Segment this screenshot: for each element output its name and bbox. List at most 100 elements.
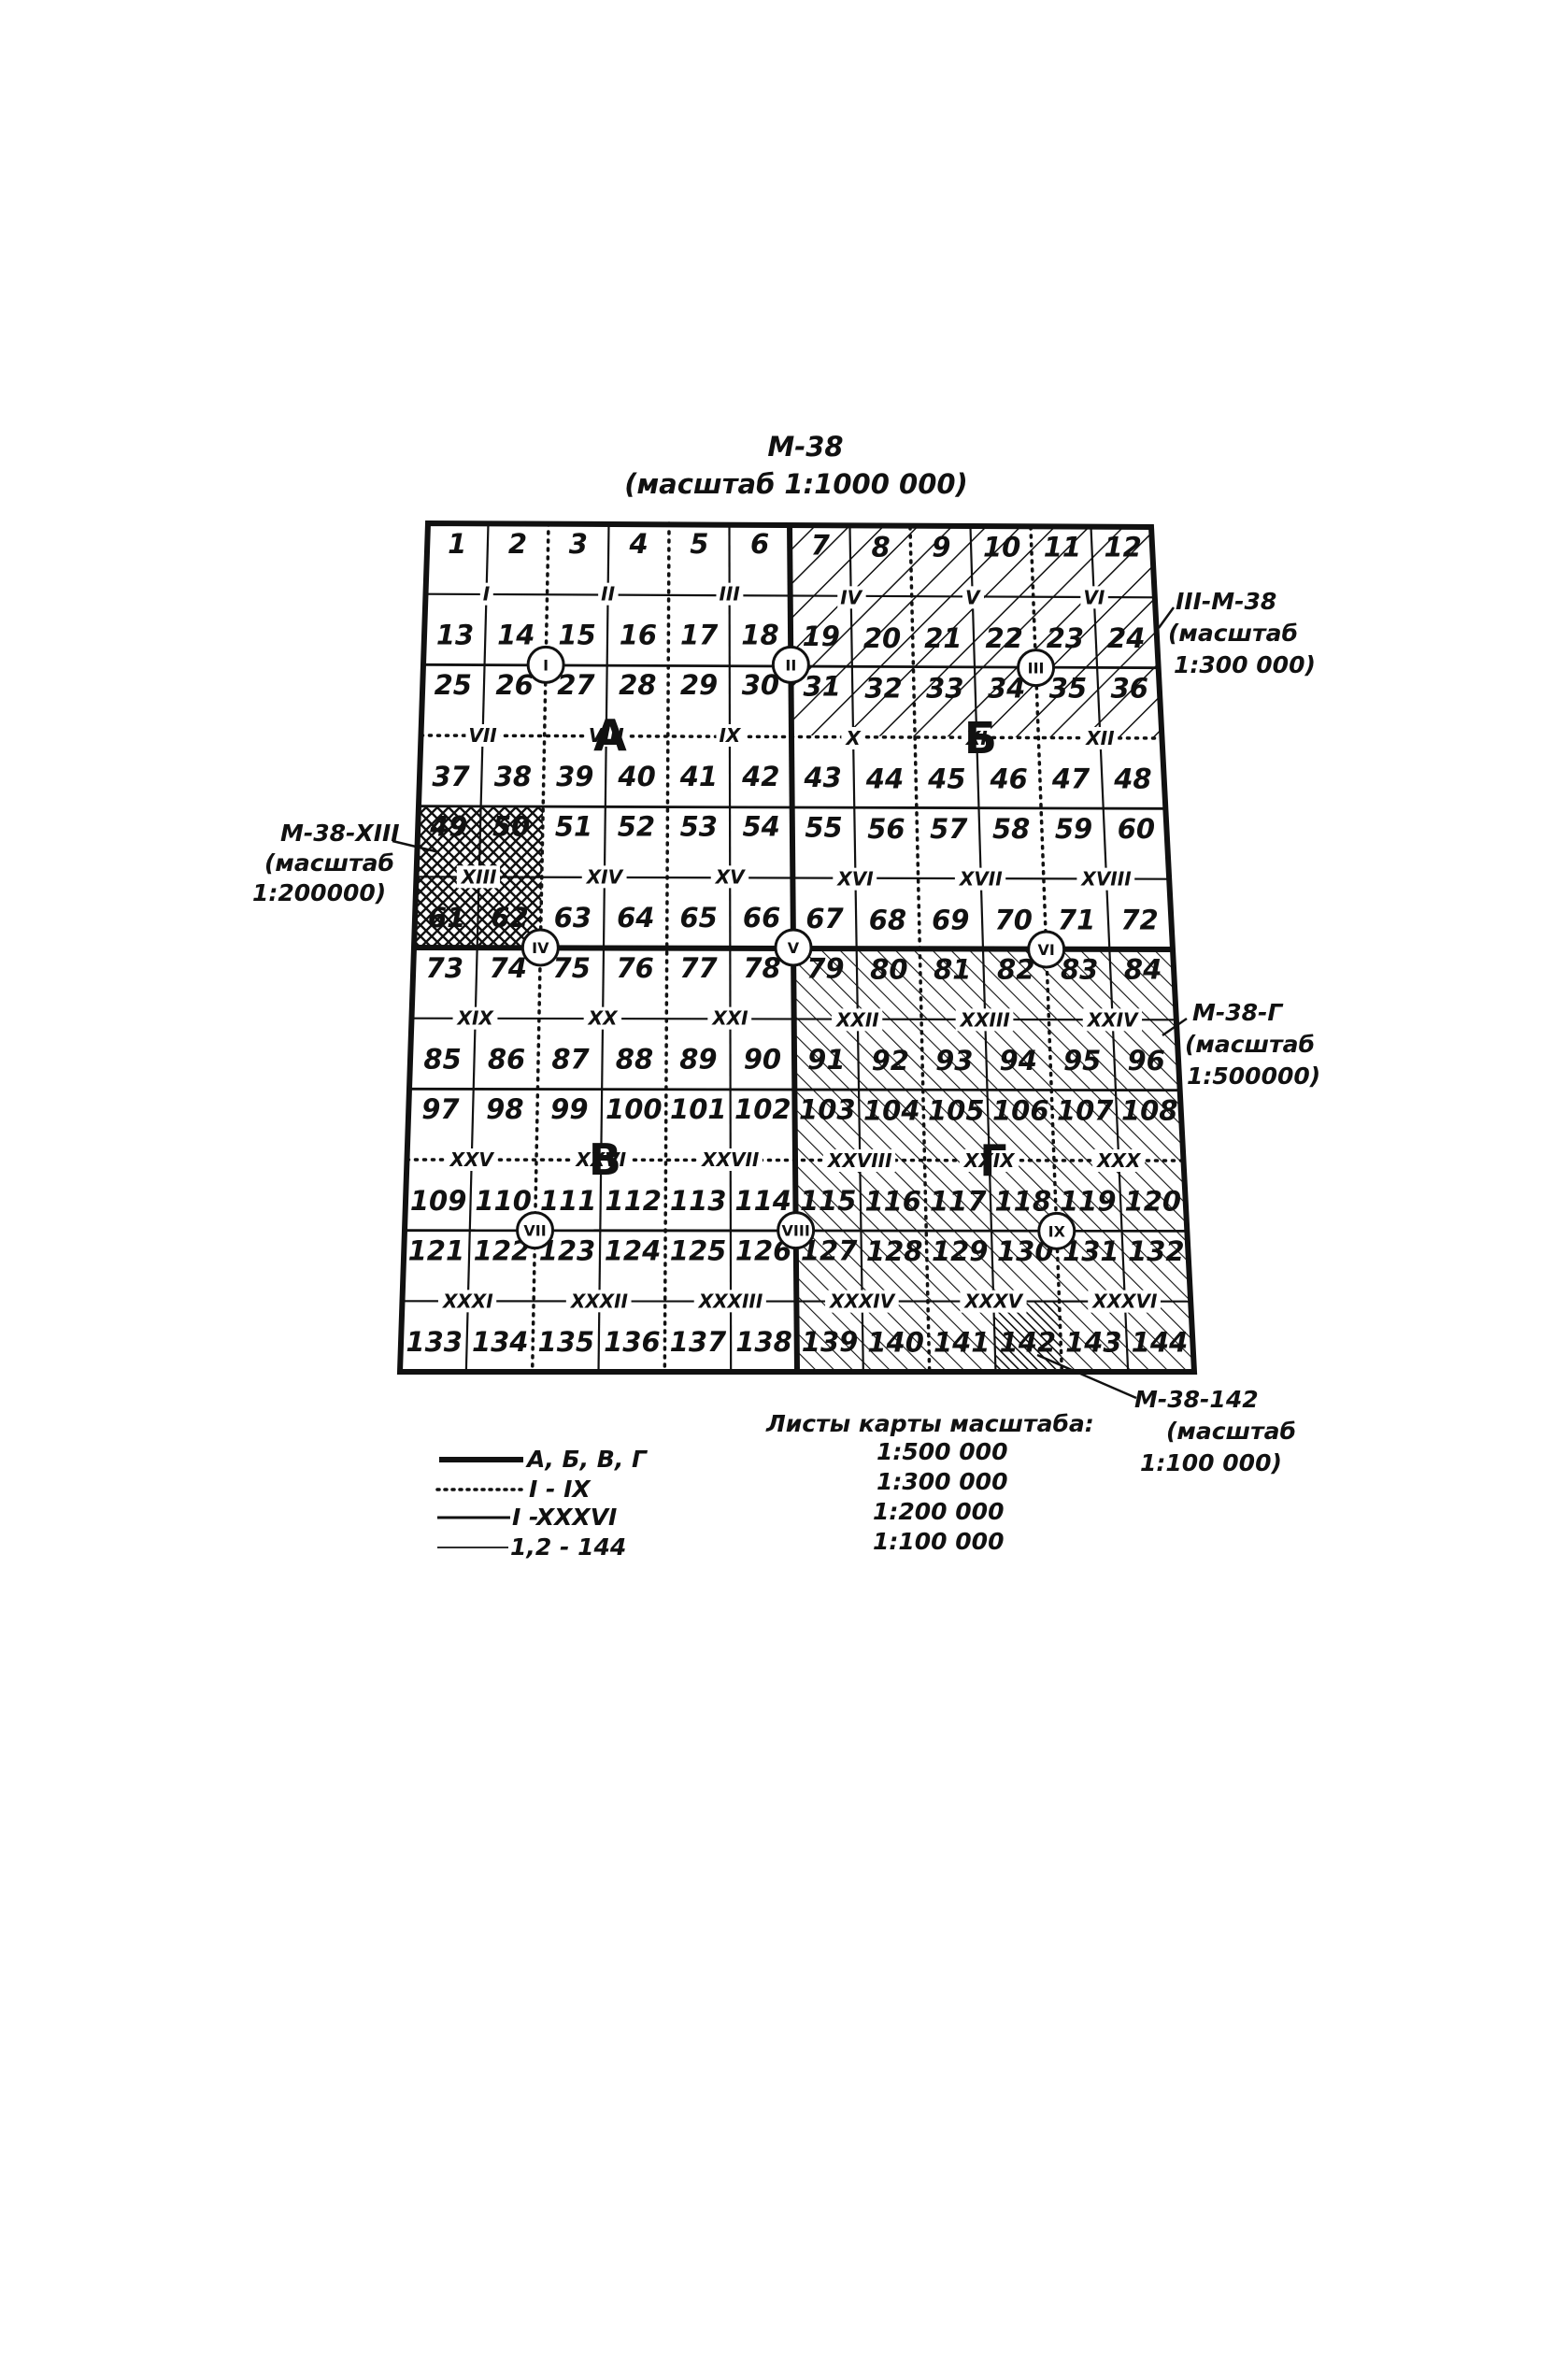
quarter-letter: А bbox=[593, 710, 627, 761]
circled-label-300k: V bbox=[788, 939, 800, 957]
cell-number: 97 bbox=[421, 1093, 460, 1125]
cell-number: 109 bbox=[410, 1185, 467, 1217]
cell-number: 44 bbox=[865, 763, 904, 795]
callout-right-bottom-line1: М-38-142 bbox=[1134, 1386, 1259, 1413]
cell-number: 75 bbox=[553, 952, 591, 984]
cell-number: 18 bbox=[741, 620, 778, 651]
sheet-title: М-38 bbox=[767, 431, 843, 463]
cell-number: 144 bbox=[1132, 1326, 1189, 1358]
cell-number: 5 bbox=[690, 528, 708, 560]
cell-number: 139 bbox=[802, 1326, 859, 1358]
cell-number: 104 bbox=[863, 1094, 920, 1126]
cell-number: 74 bbox=[490, 952, 527, 984]
cell-number: 19 bbox=[803, 620, 840, 652]
roman-200k-label: IV bbox=[840, 586, 862, 608]
cell-number: 84 bbox=[1124, 954, 1162, 986]
cell-number: 22 bbox=[985, 622, 1022, 654]
cell-number: 111 bbox=[540, 1185, 597, 1217]
roman-200k-label: XXXI bbox=[441, 1290, 493, 1312]
cell-number: 7 bbox=[811, 530, 831, 562]
cell-number: 143 bbox=[1065, 1326, 1122, 1358]
cell-number: 70 bbox=[995, 904, 1033, 935]
cell-number: 77 bbox=[679, 952, 718, 984]
cell-number: 142 bbox=[1000, 1326, 1057, 1358]
cell-number: 78 bbox=[743, 952, 780, 984]
roman-200k-label: XXII bbox=[834, 1008, 879, 1031]
roman-200k-label: XXXII bbox=[569, 1290, 629, 1312]
roman-200k-label: V bbox=[965, 586, 981, 608]
roman-200k-label: XXI bbox=[710, 1007, 748, 1030]
cell-number: 83 bbox=[1061, 954, 1098, 986]
roman-200k-label: XIX bbox=[456, 1007, 495, 1030]
cell-number: 47 bbox=[1051, 763, 1090, 795]
roman-200k-label: XIV bbox=[585, 865, 624, 888]
roman-200k-label: XII bbox=[1084, 727, 1115, 749]
cell-number: 80 bbox=[870, 954, 907, 986]
cell-number: 35 bbox=[1049, 672, 1087, 704]
cell-number: 10 bbox=[983, 532, 1020, 563]
roman-200k-label: XIII bbox=[460, 865, 497, 888]
cell-number: 17 bbox=[680, 620, 719, 651]
circled-label-300k: IX bbox=[1048, 1222, 1066, 1240]
cell-number: 133 bbox=[406, 1326, 463, 1358]
cell-number: 129 bbox=[932, 1235, 989, 1267]
cell-number: 9 bbox=[932, 532, 950, 563]
callout-right-top: III-М-38 (масштаб 1:300 000) bbox=[1159, 588, 1316, 678]
callout-left-line3: 1:200000) bbox=[252, 879, 386, 906]
cell-number: 55 bbox=[805, 812, 842, 844]
cell-number: 14 bbox=[497, 620, 535, 651]
callout-right-top-line3: 1:300 000) bbox=[1174, 651, 1316, 678]
scale-2: 1:300 000 bbox=[877, 1468, 1007, 1495]
roman-200k-label: III bbox=[719, 583, 740, 606]
circled-label-300k: III bbox=[1028, 660, 1045, 677]
cell-number: 15 bbox=[558, 620, 595, 651]
cell-number: 85 bbox=[423, 1044, 461, 1076]
cell-number: 51 bbox=[555, 811, 592, 843]
cell-number: 95 bbox=[1063, 1045, 1101, 1077]
cell-number: 98 bbox=[486, 1093, 523, 1125]
legend: А, Б, В, Г I - IX I -XXXVI 1,2 - 144 bbox=[437, 1446, 649, 1561]
cell-number: 31 bbox=[804, 671, 841, 703]
roman-200k-label: XXVIII bbox=[826, 1149, 892, 1172]
cell-number: 49 bbox=[429, 811, 467, 843]
circled-label-300k: VI bbox=[1037, 941, 1054, 959]
cell-number: 140 bbox=[867, 1326, 924, 1358]
roman-200k-label: IX bbox=[719, 724, 741, 747]
sheet-scale: (масштаб 1:1000 000) bbox=[624, 468, 968, 500]
cell-number: 54 bbox=[743, 811, 780, 843]
cell-number: 132 bbox=[1128, 1235, 1185, 1267]
cell-number: 38 bbox=[494, 761, 532, 792]
roman-200k-label: XXVII bbox=[700, 1148, 760, 1171]
cell-number: 64 bbox=[617, 902, 654, 934]
cell-number: 92 bbox=[872, 1045, 909, 1077]
callout-left-line1: М-38-XIII bbox=[280, 820, 400, 847]
cell-number: 50 bbox=[492, 811, 530, 843]
cell-number: 107 bbox=[1057, 1094, 1114, 1126]
cell-number: 27 bbox=[557, 669, 595, 701]
cell-number: 137 bbox=[670, 1326, 727, 1358]
cell-number: 2 bbox=[508, 528, 527, 560]
cell-number: 117 bbox=[930, 1186, 987, 1218]
cell-number: 33 bbox=[926, 672, 963, 704]
cell-number: 102 bbox=[734, 1093, 791, 1125]
cell-number: 48 bbox=[1113, 763, 1151, 795]
cell-number: 93 bbox=[935, 1045, 973, 1077]
cell-number: 61 bbox=[428, 902, 465, 934]
cell-number: 112 bbox=[605, 1185, 662, 1217]
roman-200k-label: XXXV bbox=[962, 1290, 1023, 1313]
cell-number: 136 bbox=[604, 1326, 661, 1358]
cell-number: 65 bbox=[680, 902, 718, 934]
cell-number: 37 bbox=[432, 761, 470, 792]
cell-number: 89 bbox=[679, 1044, 717, 1076]
cell-number: 118 bbox=[994, 1186, 1051, 1218]
cell-number: 68 bbox=[869, 904, 906, 935]
cell-number: 120 bbox=[1125, 1186, 1182, 1218]
cell-number: 60 bbox=[1118, 813, 1155, 845]
cell-number: 106 bbox=[992, 1094, 1049, 1126]
cell-number: 63 bbox=[554, 902, 592, 934]
cell-number: 24 bbox=[1107, 622, 1145, 654]
callout-right-mid: М-38-Г (масштаб 1:500000) bbox=[1162, 999, 1320, 1090]
cell-number: 39 bbox=[556, 761, 593, 792]
cell-number: 25 bbox=[435, 669, 472, 701]
